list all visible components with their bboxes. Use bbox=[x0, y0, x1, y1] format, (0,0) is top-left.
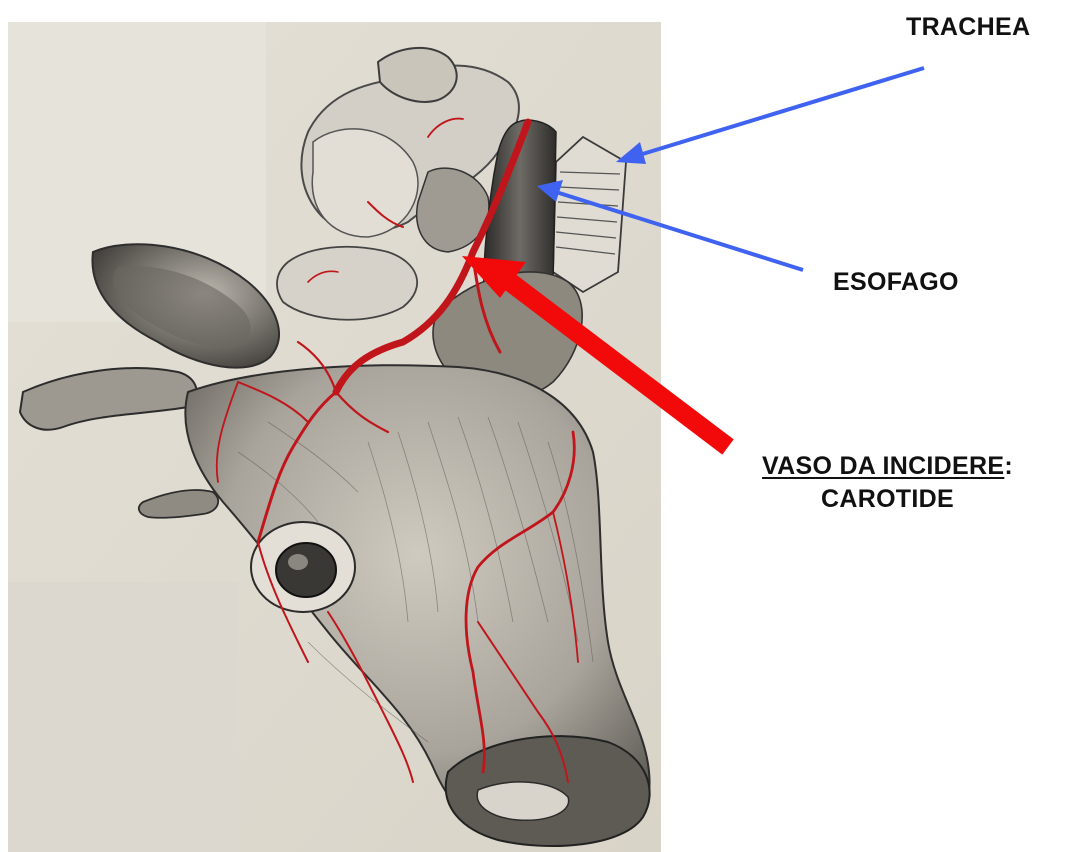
label-vaso-da-incidere: VASO DA INCIDERE: CAROTIDE bbox=[762, 450, 1013, 516]
label-carotide: CAROTIDE bbox=[762, 483, 1013, 516]
label-vaso-colon: : bbox=[1004, 452, 1013, 480]
label-esofago: ESOFAGO bbox=[833, 268, 959, 297]
label-vaso-underlined: VASO DA INCIDERE bbox=[762, 452, 1004, 480]
label-trachea: TRACHEA bbox=[906, 13, 1030, 42]
label-vaso-line-1: VASO DA INCIDERE: bbox=[762, 450, 1013, 483]
